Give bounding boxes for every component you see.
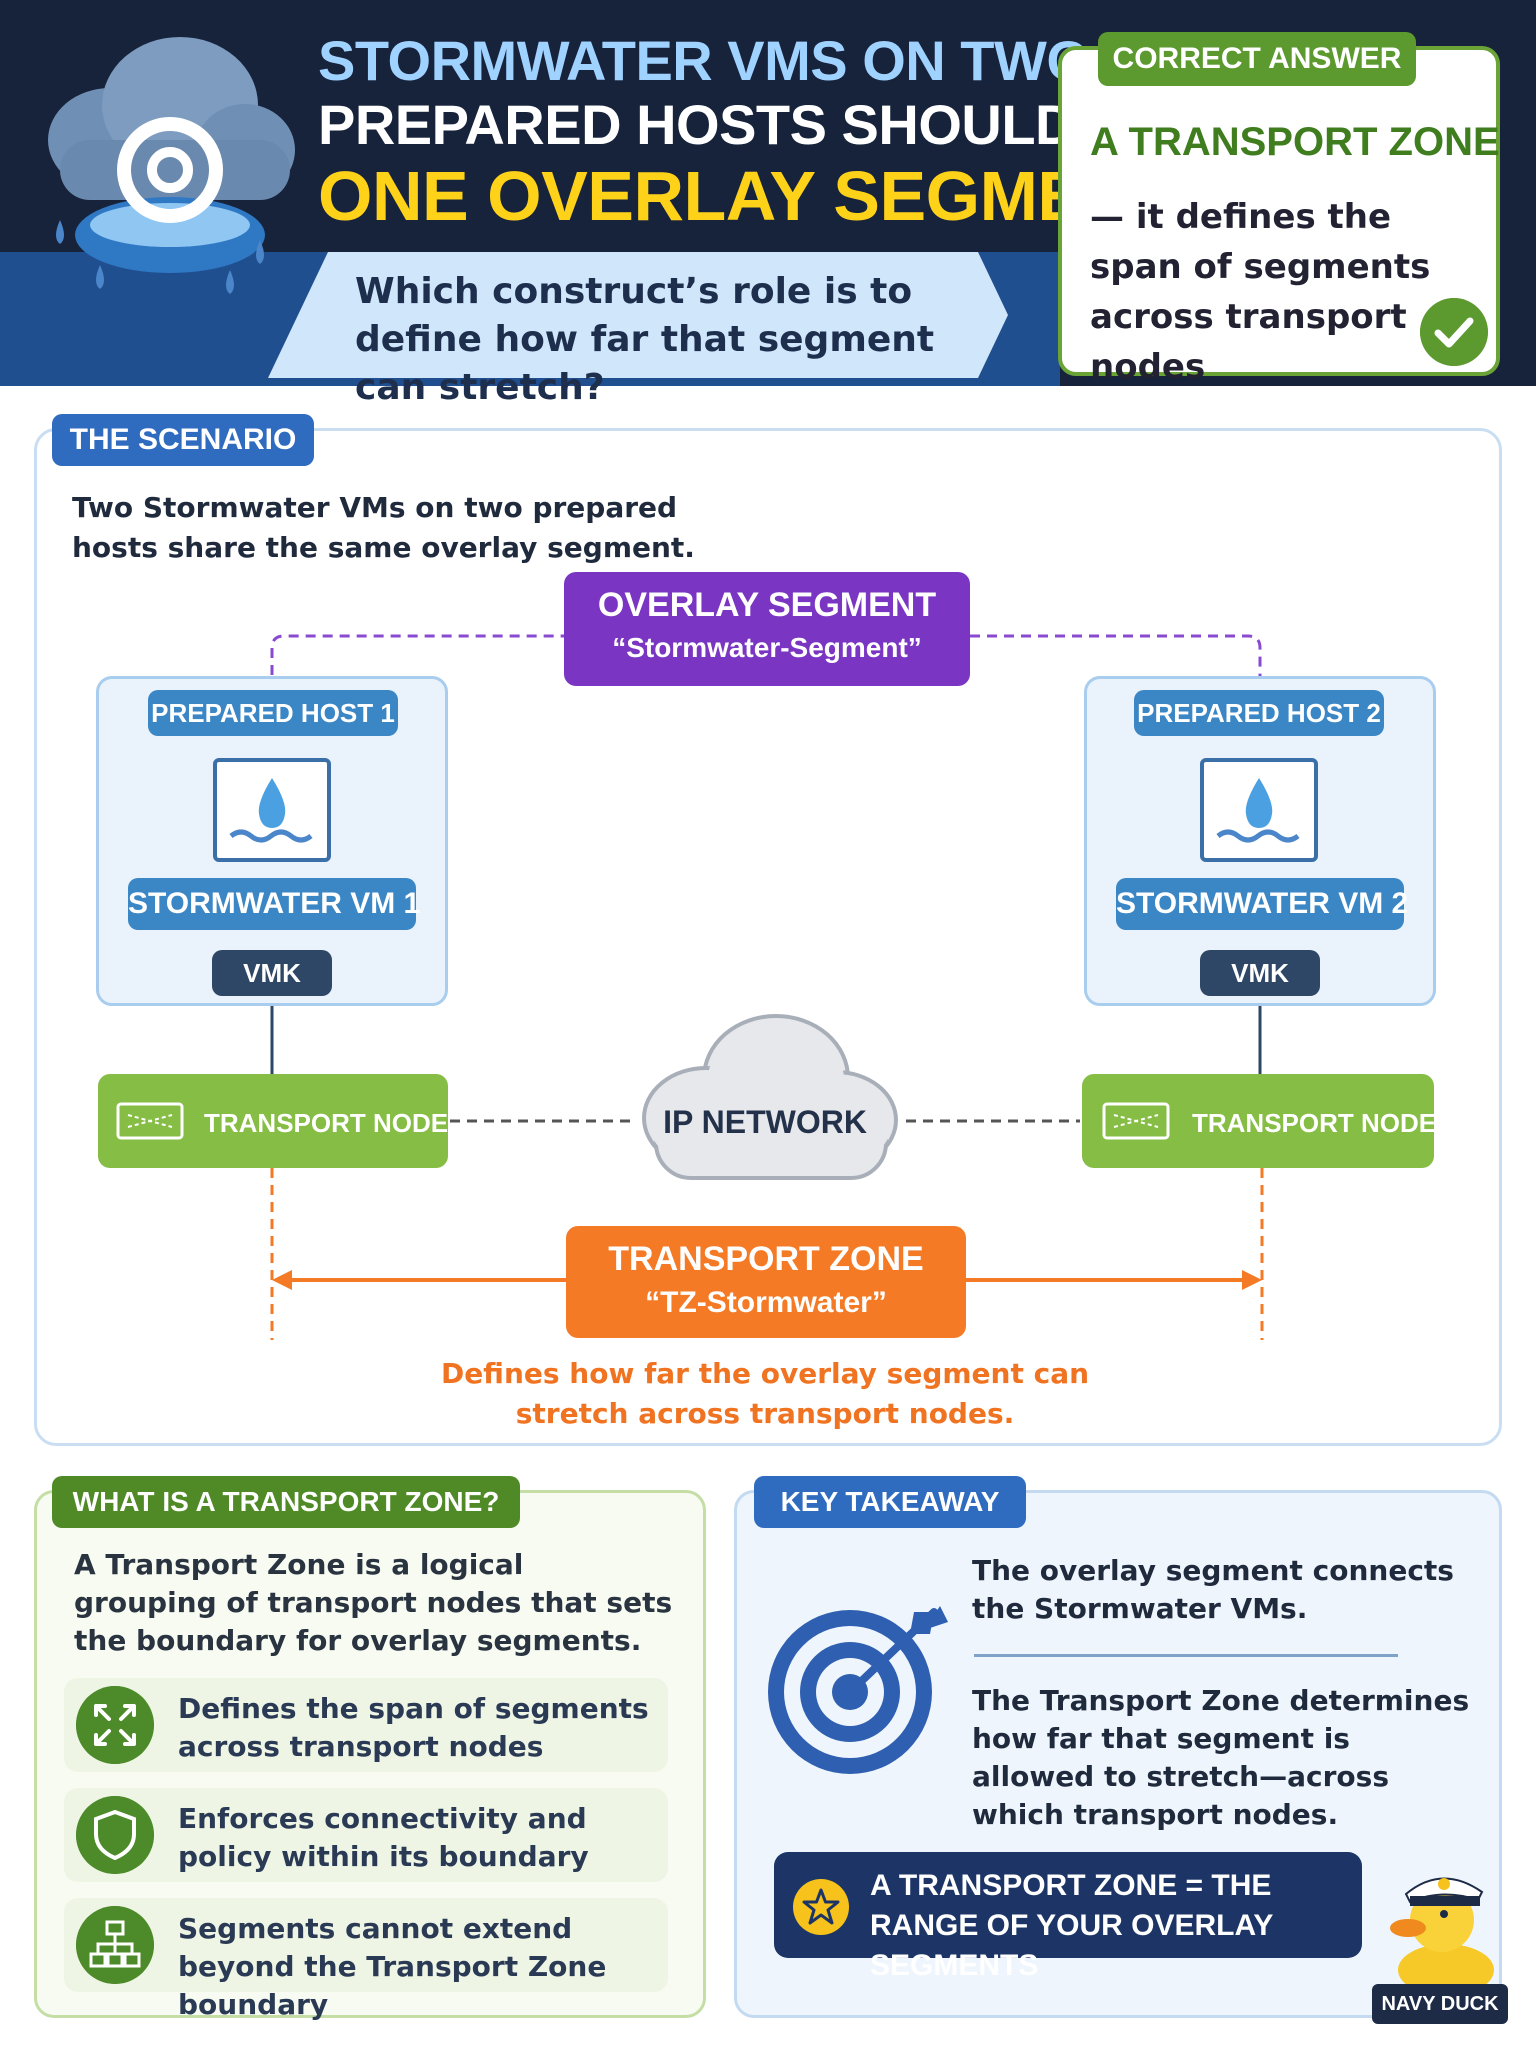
what-is-tag: WHAT IS A TRANSPORT ZONE? (52, 1476, 520, 1528)
answer-title: A TRANSPORT ZONE (1090, 120, 1500, 164)
list-item (64, 1788, 668, 1882)
host-2-label: PREPARED HOST 2 (1134, 690, 1384, 736)
vm-2-icon (1200, 758, 1318, 862)
scenario-text: Two Stormwater VMs on two prepared hosts… (72, 491, 695, 564)
overlay-segment-name: “Stormwater-Segment” (612, 632, 922, 663)
vmk-1: VMK (212, 950, 332, 996)
transport-node-1-label: TRANSPORT NODE 1 (204, 1108, 470, 1138)
what-is-item-3: Segments cannot extend beyond the Transp… (178, 1912, 607, 2021)
vmk-2: VMK (1200, 950, 1320, 996)
ip-network-cloud-icon (642, 1014, 898, 1180)
storm-cloud-icon (48, 37, 295, 294)
scenario-tag: THE SCENARIO (52, 414, 314, 466)
headline-line-1: STORMWATER VMS ON TWO (318, 29, 1090, 92)
expand-arrows-icon (76, 1686, 154, 1764)
vm-1-label: STORMWATER VM 1 (128, 878, 420, 930)
switch-icon (1102, 1102, 1170, 1140)
key-takeaway-tag: KEY TAKEAWAY (754, 1476, 1026, 1528)
duck-mascot-icon (1390, 1877, 1494, 1992)
overlay-segment-box (564, 572, 970, 686)
question-text: Which construct’s role is to define how … (355, 271, 935, 408)
ip-network-label: IP NETWORK (663, 1104, 867, 1140)
takeaway-banner-text: A TRANSPORT ZONE = THE RANGE OF YOUR OVE… (870, 1869, 1273, 1982)
answer-badge: CORRECT ANSWER (1098, 32, 1416, 86)
vm-1-icon (213, 758, 331, 862)
question-banner (268, 252, 1008, 378)
transport-zone-box (566, 1226, 966, 1338)
answer-description: — it defines the span of segments across… (1090, 197, 1431, 387)
switch-icon (116, 1102, 184, 1140)
water-drop-icon (229, 778, 313, 843)
transport-zone-title: TRANSPORT ZONE (608, 1240, 924, 1278)
shield-icon (76, 1796, 154, 1874)
water-drop-icon (1216, 778, 1300, 843)
takeaway-banner (774, 1852, 1362, 1958)
what-is-description: A Transport Zone is a logical grouping o… (74, 1548, 673, 1657)
list-item (64, 1678, 668, 1772)
transport-node-1 (98, 1074, 448, 1168)
takeaway-paragraph-2: The Transport Zone determines how far th… (972, 1684, 1470, 1831)
transport-node-2-label: TRANSPORT NODE 2 (1192, 1108, 1458, 1138)
what-is-item-2: Enforces connectivity and policy within … (178, 1802, 589, 1873)
transport-node-2 (1082, 1074, 1434, 1168)
takeaway-paragraph-1: The overlay segment connects the Stormwa… (972, 1554, 1454, 1625)
transport-zone-caption: Defines how far the overlay segment can … (440, 1357, 1090, 1430)
mascot-badge: NAVY DUCK (1372, 1984, 1508, 2024)
list-item (64, 1898, 668, 1992)
what-is-item-1: Defines the span of segments across tran… (178, 1692, 649, 1763)
divider (974, 1654, 1398, 1657)
transport-zone-name: “TZ-Stormwater” (645, 1286, 887, 1319)
target-icon (768, 1606, 948, 1774)
headline-line-3: ONE OVERLAY SEGMENT. (318, 157, 1188, 235)
host-1-label: PREPARED HOST 1 (148, 690, 398, 736)
star-icon (793, 1879, 849, 1935)
overlay-segment-title: OVERLAY SEGMENT (597, 586, 937, 624)
checkmark-icon (1420, 298, 1488, 366)
hierarchy-icon (76, 1906, 154, 1984)
vm-2-label: STORMWATER VM 2 (1116, 878, 1408, 930)
